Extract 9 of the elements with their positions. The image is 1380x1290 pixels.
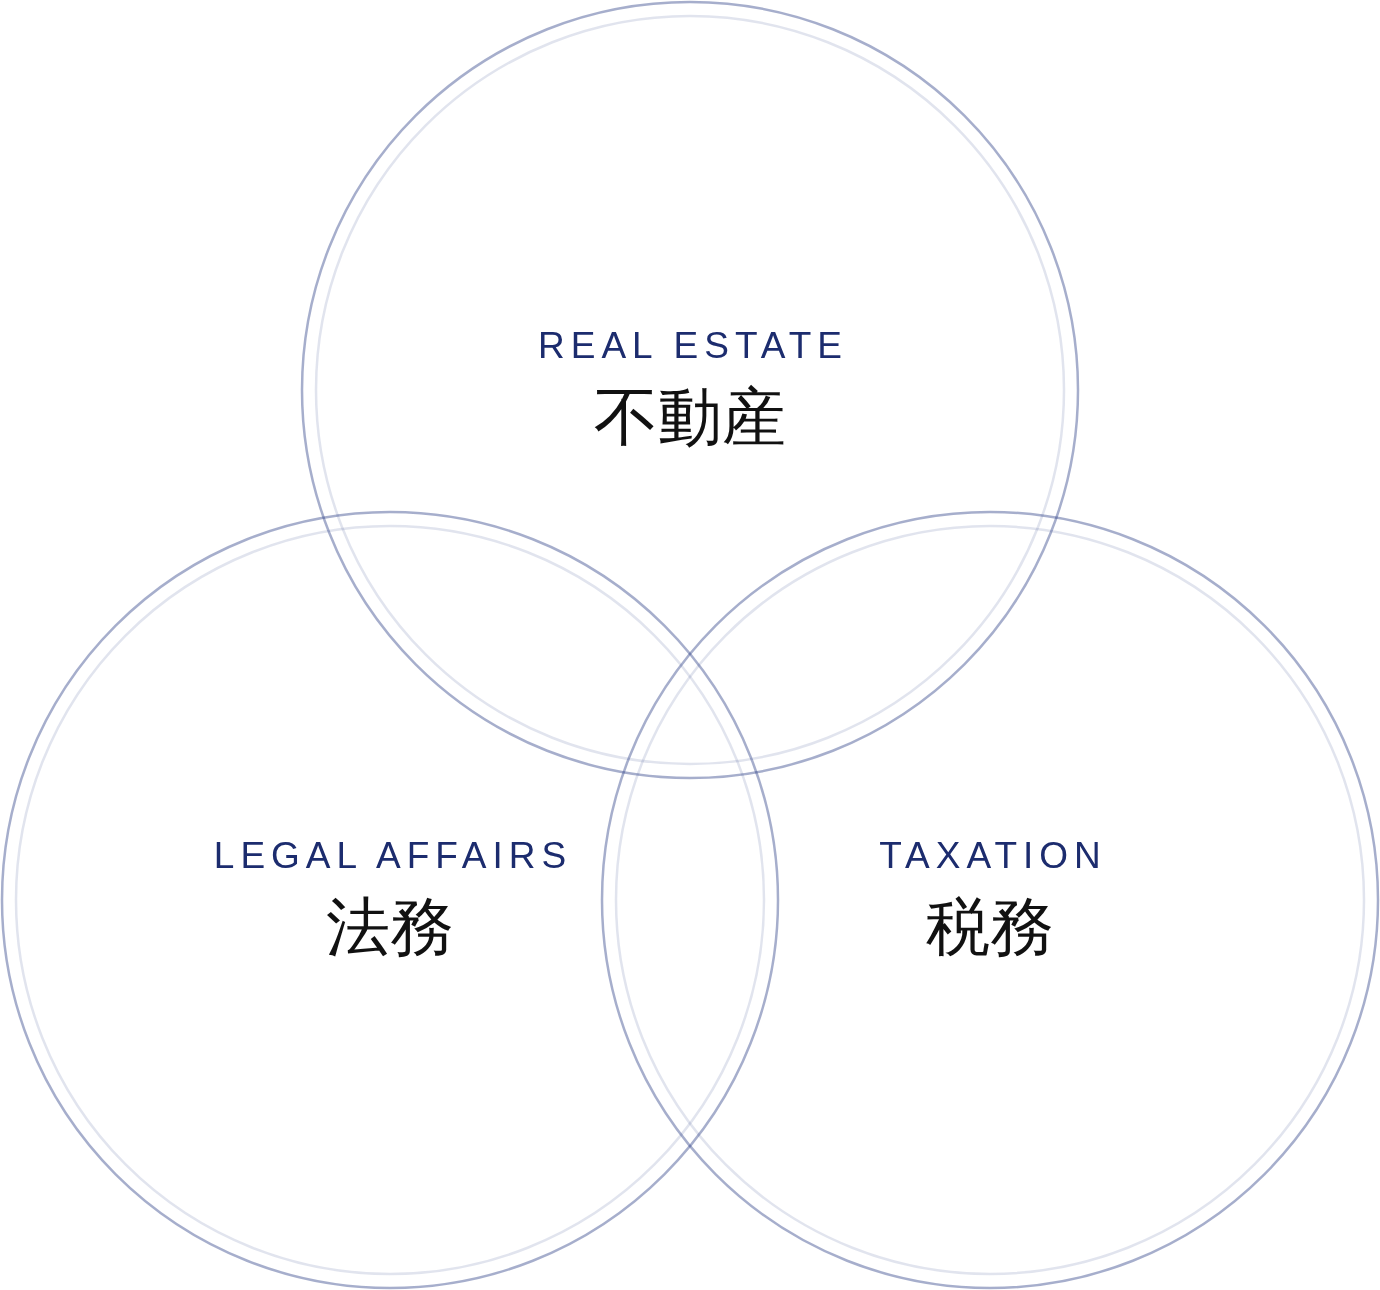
- japanese-label: 法務: [326, 890, 454, 965]
- venn-circle: [600, 510, 1380, 1290]
- english-label: LEGAL AFFAIRS: [212, 835, 573, 877]
- venn-circle: [300, 0, 1080, 780]
- english-label: REAL ESTATE: [537, 325, 848, 367]
- japanese-label: 不動産: [594, 380, 786, 455]
- japanese-label: 税務: [926, 890, 1054, 965]
- venn-circle: [0, 510, 780, 1290]
- english-label: TAXATION: [878, 835, 1107, 877]
